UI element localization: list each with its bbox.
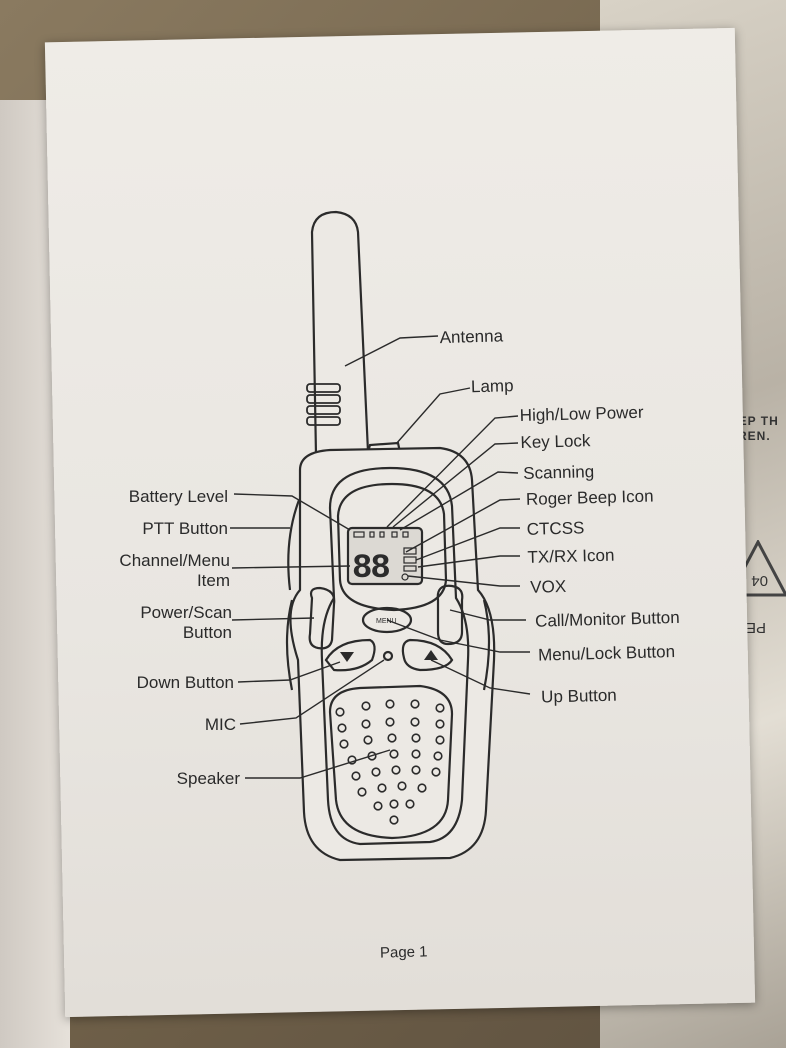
label-vox: VOX bbox=[530, 577, 566, 597]
label-battery-level: Battery Level bbox=[129, 487, 228, 506]
ptt-side-button bbox=[287, 499, 301, 591]
label-scanning: Scanning bbox=[523, 462, 594, 483]
label-txrx-icon: TX/RX Icon bbox=[527, 546, 614, 567]
menu-lock-button bbox=[361, 606, 413, 634]
label-lamp: Lamp bbox=[471, 376, 514, 396]
speaker-holes bbox=[335, 699, 445, 825]
call-monitor-button bbox=[436, 584, 464, 646]
label-channel-menu: Channel/Menu bbox=[119, 551, 230, 570]
label-speaker: Speaker bbox=[177, 769, 241, 788]
label-ptt-button: PTT Button bbox=[142, 519, 228, 538]
lcd-status-icons bbox=[353, 531, 417, 581]
label-antenna: Antenna bbox=[439, 326, 503, 347]
speaker-area bbox=[328, 684, 454, 840]
label-high-low-power: High/Low Power bbox=[520, 403, 645, 425]
page-number: Page 1 bbox=[379, 943, 428, 962]
label-key-lock: Key Lock bbox=[520, 431, 591, 452]
label-power-scan: Power/Scan bbox=[140, 603, 232, 622]
menu-key-label: MENU bbox=[376, 618, 397, 625]
antenna-grip-ridges bbox=[306, 383, 341, 426]
leader-lines bbox=[230, 335, 531, 779]
recycle-material: PE bbox=[746, 619, 766, 636]
label-call-monitor-button: Call/Monitor Button bbox=[535, 608, 680, 631]
radio-face bbox=[320, 466, 470, 846]
up-button bbox=[401, 638, 454, 672]
power-scan-button bbox=[308, 586, 336, 650]
label-mic: MIC bbox=[205, 715, 236, 734]
down-arrow-icon bbox=[340, 652, 354, 662]
mic-hole bbox=[382, 650, 394, 662]
label-ctcss: CTCSS bbox=[527, 518, 585, 539]
recycle-code: 04 bbox=[751, 572, 768, 589]
lcd-digits: 88 bbox=[352, 550, 389, 588]
down-button bbox=[324, 638, 376, 672]
label-menu-lock-button: Menu/Lock Button bbox=[538, 642, 675, 665]
label-roger-beep-icon: Roger Beep Icon bbox=[526, 487, 654, 509]
label-channel-menu-item: Item bbox=[197, 571, 230, 590]
up-arrow-icon bbox=[424, 650, 438, 660]
label-power-scan-button: Button bbox=[183, 623, 232, 642]
label-up-button: Up Button bbox=[541, 686, 617, 707]
label-down-button: Down Button bbox=[137, 673, 234, 692]
